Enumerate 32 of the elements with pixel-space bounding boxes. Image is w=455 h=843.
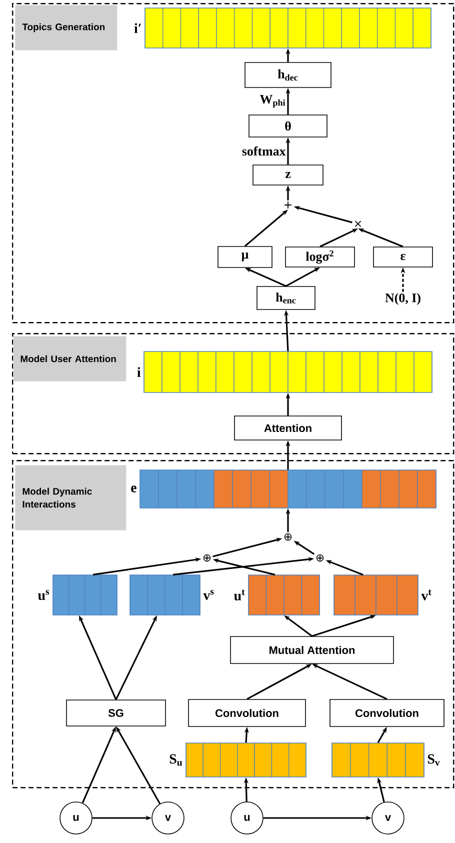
vector-label: u$^{s}$ <box>38 590 50 600</box>
operator-symbol: + <box>284 202 292 208</box>
process-box: logσ$^{2}$ <box>285 246 355 268</box>
vector-label: u$^{t}$ <box>234 590 245 600</box>
process-box: μ <box>218 246 272 268</box>
operator-symbol: ⊕ <box>316 554 324 562</box>
process-box: SG <box>66 700 166 726</box>
vector-label: v$^{t}$ <box>421 590 432 600</box>
process-box: Convolution <box>188 699 306 727</box>
distribution-label: N(0, I) <box>385 293 420 305</box>
operator-symbol: ⊕ <box>284 533 292 541</box>
vector-label: S$_{u}$ <box>170 754 182 766</box>
operator-symbol: ⊕ <box>203 554 211 562</box>
vector-label: e <box>131 486 136 492</box>
vector-label: i <box>137 367 141 377</box>
process-box: θ <box>248 114 328 138</box>
section-heading: Topics Generation <box>15 5 118 50</box>
edge-label: W$_{phi}$ <box>258 94 287 109</box>
process-box: z <box>252 164 324 186</box>
process-box: Convolution <box>330 699 444 727</box>
section-heading: Model User Attention <box>13 336 126 382</box>
operator-symbol: × <box>354 220 362 227</box>
vector-label: S$_{v}$ <box>428 754 440 766</box>
section-heading: Model Dynamic Interactions <box>15 465 126 530</box>
vector-label: i′ <box>134 23 141 33</box>
process-box: Mutual Attention <box>230 636 394 664</box>
process-box: Attention <box>234 416 342 440</box>
process-box: h$_{enc}$ <box>256 286 316 310</box>
process-box: h$_{dec}$ <box>244 62 332 88</box>
vector-label: v$^{s}$ <box>203 590 214 600</box>
edge-label: softmax <box>240 145 287 157</box>
process-box: ε <box>373 246 433 268</box>
